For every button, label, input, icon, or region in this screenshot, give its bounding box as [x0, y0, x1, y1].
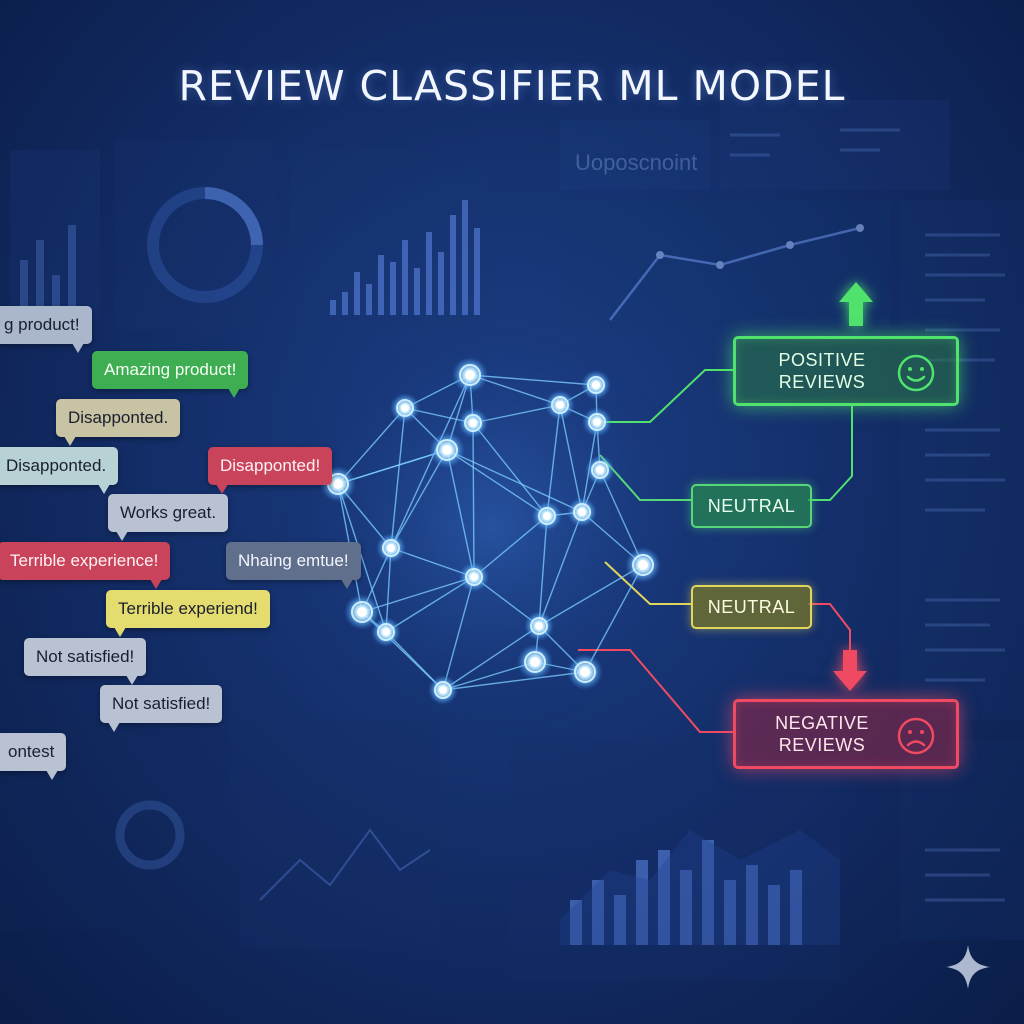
- network-node: [567, 497, 597, 527]
- bg-bar-chart-top: [330, 200, 480, 315]
- network-node: [532, 501, 562, 531]
- network-edge: [538, 564, 644, 627]
- network-edge: [385, 576, 475, 633]
- network-nodes: [320, 357, 661, 705]
- positive-reviews-box: POSITIVE REVIEWS: [733, 336, 959, 406]
- network-edge: [442, 625, 540, 691]
- negative-label-line1: NEGATIVE: [775, 713, 869, 733]
- up-arrow-icon: [839, 282, 873, 326]
- network-edge: [584, 564, 644, 673]
- network-edge: [446, 449, 475, 578]
- network-edge: [472, 422, 548, 517]
- neutral-top-label: NEUTRAL: [707, 495, 796, 516]
- review-bubble: Not satisfied!: [24, 638, 147, 685]
- network-edge: [538, 511, 583, 627]
- network-edge: [559, 404, 583, 513]
- network-node: [581, 370, 611, 400]
- neutral-box-top: NEUTRAL: [691, 484, 812, 528]
- review-bubble: Disapponted.: [0, 447, 119, 494]
- review-bubble: Not satisfied!: [100, 685, 223, 732]
- network-node: [545, 390, 575, 420]
- background-dashboard: Uoposcnoint: [0, 100, 1024, 980]
- network-edge: [390, 449, 448, 549]
- network-edge: [472, 422, 475, 578]
- negative-label-line2: REVIEWS: [778, 735, 866, 755]
- negative-reviews-box: NEGATIVE REVIEWS: [733, 699, 959, 769]
- network-edge: [446, 449, 548, 517]
- network-node: [428, 675, 458, 705]
- network-edge: [442, 576, 475, 691]
- network-node: [524, 611, 554, 641]
- network-edge: [446, 449, 583, 513]
- network-node: [429, 432, 465, 468]
- network-node: [371, 617, 401, 647]
- review-bubble: Terrible experience!: [0, 542, 171, 589]
- page-title: REVIEW CLASSIFIER ML MODEL: [178, 62, 846, 110]
- network-edge: [442, 671, 586, 691]
- network-node: [582, 407, 612, 437]
- network-node: [567, 654, 603, 690]
- positive-label-line2: REVIEWS: [778, 372, 866, 392]
- network-node: [458, 408, 488, 438]
- neutral-box-bottom: NEUTRAL: [691, 585, 812, 629]
- bg-dashboard-header: Uoposcnoint: [575, 150, 697, 175]
- network-edge: [361, 576, 475, 613]
- review-bubble: Nhaing emtue!: [226, 542, 361, 589]
- review-bubble: Disapponted!: [208, 447, 333, 494]
- network-node: [585, 455, 615, 485]
- review-bubble: Amazing product!: [92, 351, 249, 398]
- network-node: [390, 393, 420, 423]
- network-node: [452, 357, 488, 393]
- down-arrow-icon: [833, 650, 867, 691]
- sparkle-icon: [946, 945, 990, 989]
- review-bubble: Disapponted.: [56, 399, 181, 446]
- neutral-bottom-label: NEUTRAL: [707, 596, 796, 617]
- bg-bar-chart-bottom: [570, 840, 802, 945]
- network-edge: [390, 374, 471, 549]
- review-bubble: g product!: [0, 306, 92, 353]
- network-edge: [337, 449, 448, 485]
- network-node: [376, 533, 406, 563]
- smiley-icon: [897, 354, 935, 392]
- network-edge: [538, 515, 548, 627]
- network-node: [625, 547, 661, 583]
- sad-face-icon: [897, 717, 935, 755]
- network-node: [459, 562, 489, 592]
- positive-label-line1: POSITIVE: [778, 350, 866, 370]
- review-bubble: Works great.: [108, 494, 229, 541]
- network-edge: [390, 407, 406, 549]
- network-edge: [469, 374, 597, 386]
- review-bubble: ontest: [0, 733, 67, 780]
- review-bubble: Terrible experiend!: [106, 590, 270, 637]
- network-node: [517, 644, 553, 680]
- network-edge: [473, 515, 548, 578]
- network-node: [344, 594, 380, 630]
